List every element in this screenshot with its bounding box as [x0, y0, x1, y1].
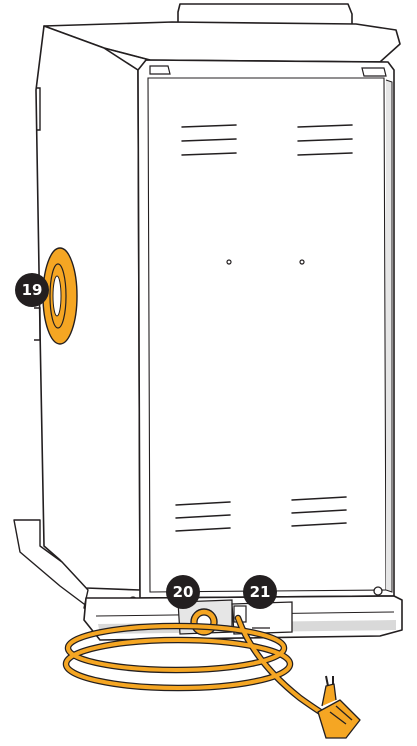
side-handle [43, 248, 77, 344]
power-plug [318, 676, 360, 738]
callout-20: 20 [166, 575, 200, 609]
screw-dot-left [227, 260, 231, 264]
callout-20-label: 20 [173, 583, 194, 601]
callout-19: 19 [15, 273, 49, 307]
top-bracket-left [150, 66, 170, 74]
screw-dot-right [300, 260, 304, 264]
callout-21: 21 [243, 575, 277, 609]
top-bracket-right [362, 68, 386, 76]
callout-21-label: 21 [250, 583, 271, 601]
corner-screw-right [374, 587, 382, 595]
callout-19-label: 19 [22, 281, 43, 299]
